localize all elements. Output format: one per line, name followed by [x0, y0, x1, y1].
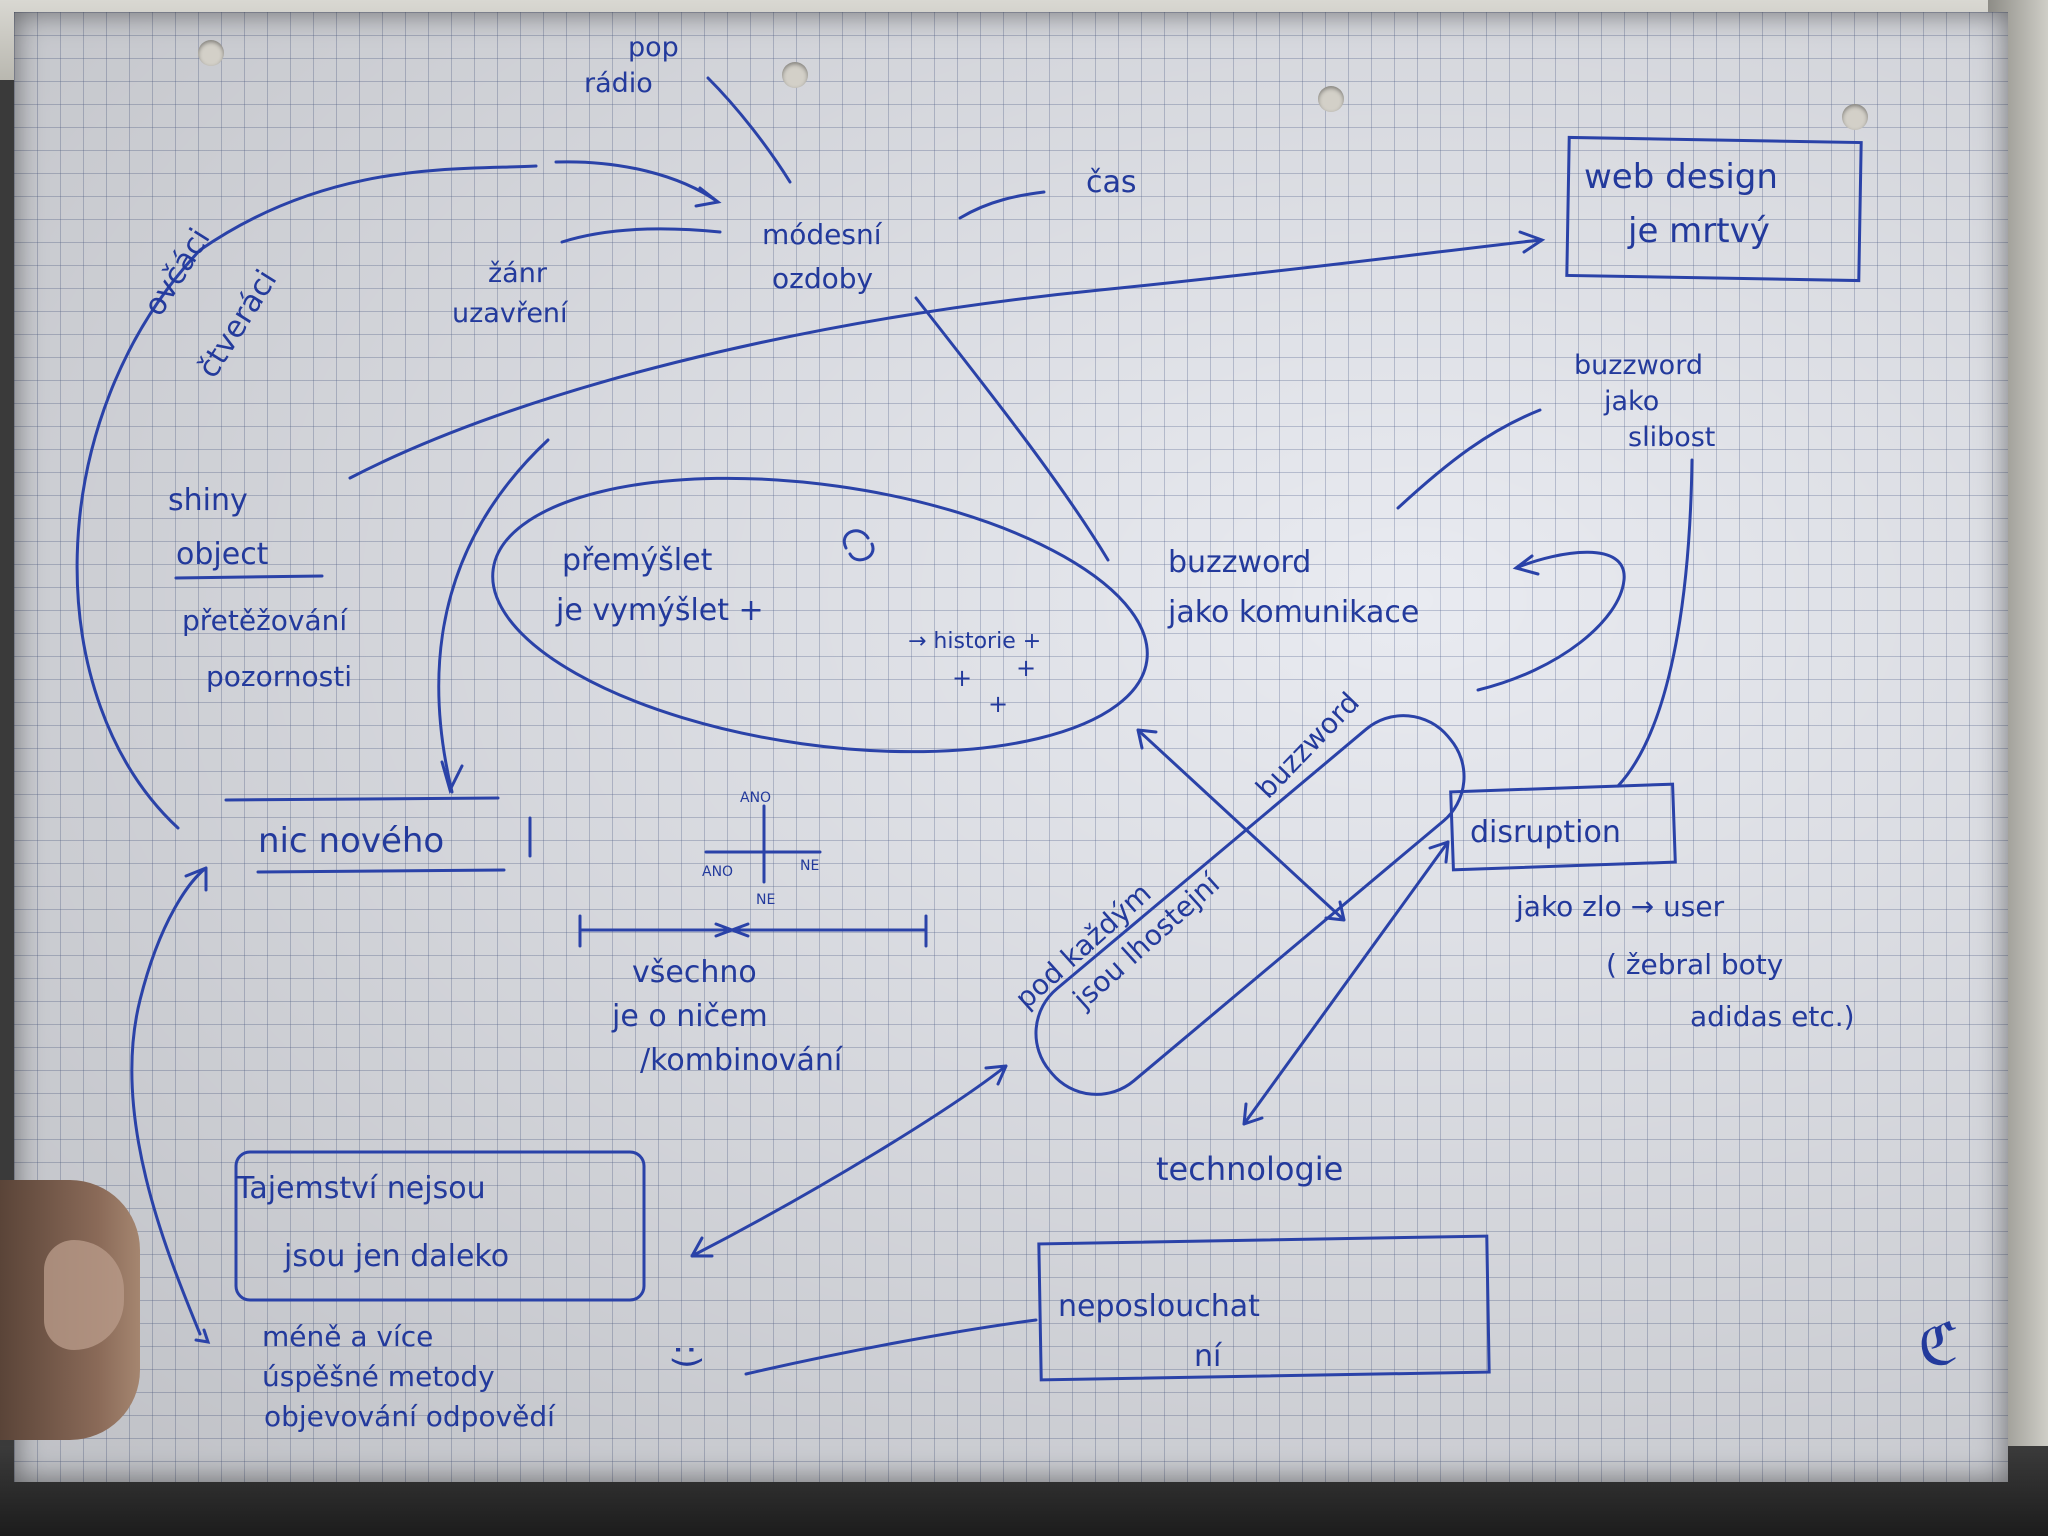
axis-right-label: NE — [800, 858, 819, 874]
punch-hole — [1842, 104, 1868, 130]
punch-hole — [198, 40, 224, 66]
axis-left-label: ANO — [702, 864, 733, 880]
signature-mark: ℭ — [1918, 1310, 1959, 1378]
nic-noveho-overline — [224, 796, 500, 802]
disruption-text: disruption — [1470, 815, 1621, 850]
smiley-text: :) — [667, 1344, 707, 1369]
paper-shading — [14, 12, 2008, 1482]
disruption-box — [1449, 782, 1677, 872]
arrow-left-long — [130, 866, 208, 1336]
tajemstvi-box — [234, 1150, 646, 1302]
connector-buzzword-slibost — [1396, 408, 1542, 510]
double-arrow-technologie — [1242, 840, 1450, 1126]
nic-noveho-text: nic nového — [258, 821, 444, 861]
axis-bottom-label: NE — [756, 892, 775, 908]
connector-komunikace-loop — [1476, 550, 1626, 692]
connector-neposlouchat — [744, 1318, 1038, 1376]
historie-text: → historie + — [908, 629, 1041, 654]
cas-text: čas — [1086, 165, 1137, 200]
punch-hole — [782, 62, 808, 88]
buzzword-capsule — [1034, 714, 1466, 1096]
connector-zanr — [560, 227, 722, 244]
punch-hole — [1318, 86, 1344, 112]
neposlouchat-box — [1037, 1234, 1491, 1382]
plus-1: + — [1016, 654, 1036, 682]
ctveraci-text: čtveráci — [191, 264, 284, 384]
horizontal-scale — [578, 914, 928, 948]
plus-3: + — [988, 690, 1008, 718]
arrow-nic — [440, 760, 464, 795]
connector-slibost-disruption — [1616, 458, 1694, 788]
thumbnail — [44, 1240, 124, 1350]
double-arrow-ellipse-disruption — [1136, 728, 1346, 922]
arrow-to-mene — [194, 1328, 211, 1344]
arrow-to-modesni — [554, 160, 722, 208]
nic-noveho-underline — [256, 868, 506, 874]
double-arrow-tajemstvi-capsule — [690, 1064, 1008, 1258]
yes-no-axis — [704, 804, 822, 884]
web-design-box — [1565, 135, 1863, 283]
connector-zanr-nic — [437, 438, 550, 794]
plus-2: + — [952, 664, 972, 692]
grid-paper — [14, 12, 2008, 1482]
rotate-symbol — [842, 529, 875, 562]
axis-top-label: ANO — [740, 790, 771, 806]
ovcaci-text: ovčáci — [137, 222, 217, 322]
ideas-ellipse — [491, 476, 1149, 754]
connector-cas — [958, 190, 1046, 220]
connector-ovcaci — [75, 164, 538, 830]
connector-pop — [706, 76, 792, 184]
connector-modesni-buzzword — [914, 296, 1110, 562]
object-underline — [174, 574, 324, 580]
connector-shiny-webdesign — [348, 230, 1546, 480]
technologie-text: technologie — [1156, 1150, 1343, 1188]
